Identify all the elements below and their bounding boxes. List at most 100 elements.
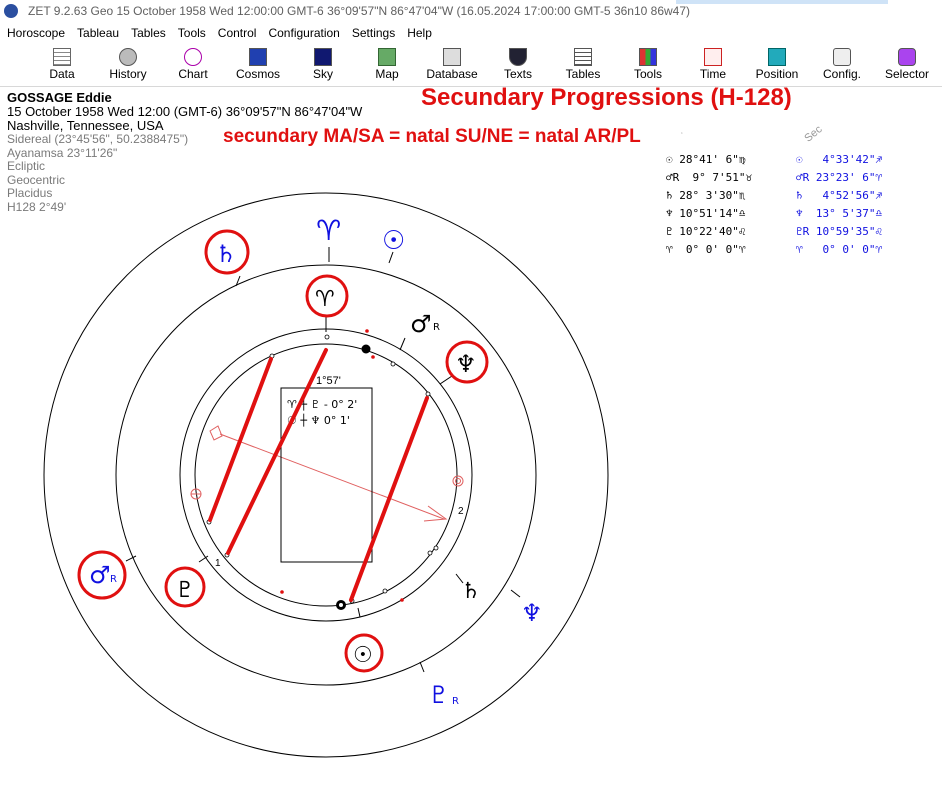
- highlight-circle: [204, 229, 250, 275]
- menu-horoscope[interactable]: Horoscope: [7, 26, 66, 40]
- menu-bar: Horoscope Tableau Tables Tools Control Config…: [0, 23, 942, 43]
- tick: [198, 555, 209, 563]
- tools-button[interactable]: Tools: [616, 46, 680, 84]
- person-name: GOSSAGE Eddie: [7, 90, 112, 105]
- selector-button[interactable]: Selector: [875, 46, 939, 84]
- midpoint-marker: [339, 603, 343, 607]
- outer-ring: [43, 192, 609, 758]
- axis-line: [226, 348, 328, 555]
- config-button[interactable]: Config.: [810, 46, 874, 84]
- house-cusp-label: 1: [215, 558, 221, 569]
- natal-ring: [179, 328, 473, 622]
- cosmos-icon: [249, 48, 267, 66]
- retrograde-label: R: [452, 696, 459, 707]
- chart-info: GOSSAGE Eddie 15 October 1958 Wed 12:00 …: [7, 91, 362, 214]
- menu-control[interactable]: Control: [217, 26, 257, 40]
- arc-value: 1°57': [316, 375, 341, 387]
- annotation-heading: Secundary Progressions (H-128): [421, 84, 792, 111]
- sky-button[interactable]: Sky: [291, 46, 355, 84]
- harmonic-setting: H128 2°49': [7, 199, 67, 214]
- menu-tools[interactable]: Tools: [177, 26, 206, 40]
- database-button[interactable]: Database: [420, 46, 484, 84]
- aspect-line-1: ♈ ┼ ♇ - 0° 2': [287, 397, 357, 411]
- tools-icon: [639, 48, 657, 66]
- menu-help[interactable]: Help: [407, 26, 432, 40]
- data-button[interactable]: Data: [30, 46, 94, 84]
- planet-dot: [390, 361, 396, 367]
- cosmos-button[interactable]: Cosmos: [226, 46, 290, 84]
- birth-datetime: 15 October 1958 Wed 12:00 (GMT-6) 36°09'…: [7, 104, 363, 119]
- sun-icon: ☉: [666, 153, 673, 166]
- asteroid-dot: [280, 590, 284, 594]
- tables-icon: [574, 48, 592, 66]
- tick: [399, 337, 406, 351]
- secondary-mars-icon: ♂: [89, 561, 111, 589]
- aries-point-icon: ♈: [796, 243, 803, 256]
- house-cusp-label: 2: [458, 506, 464, 517]
- secondary-aries-point-icon: ♈: [316, 214, 341, 247]
- pluto-icon: ♇: [666, 225, 673, 238]
- secondary-neptune-icon: ♆: [521, 599, 543, 627]
- node-symbol: [455, 478, 461, 484]
- tick: [455, 573, 464, 584]
- midheaven-arrow: [423, 505, 448, 522]
- map-button[interactable]: Map: [355, 46, 419, 84]
- mars-icon: ♂: [796, 171, 803, 184]
- tick: [125, 555, 137, 562]
- toolbar: Data History Chart Cosmos Sky Map Databa…: [0, 44, 942, 87]
- config-icon: [833, 48, 851, 66]
- history-button[interactable]: History: [96, 46, 160, 84]
- asteroid-dot: [371, 355, 375, 359]
- selector-icon: [898, 48, 916, 66]
- data-icon: [53, 48, 71, 66]
- time-icon: [704, 48, 722, 66]
- natal-aries-point-icon: ♈: [315, 287, 335, 312]
- tables-button[interactable]: Tables: [551, 46, 615, 84]
- sun-icon: ☉: [796, 153, 803, 166]
- natal-saturn-icon: ♄: [461, 579, 481, 604]
- retrograde-label: R: [110, 574, 117, 585]
- retrograde-label: R: [433, 322, 440, 333]
- natal-sun-icon: ☉: [353, 643, 373, 668]
- tick: [388, 251, 394, 264]
- secondary-sun-icon: ☉: [382, 226, 405, 256]
- tick: [439, 375, 453, 385]
- highlight-circle: [445, 340, 489, 384]
- position-row: ♄ 28° 3'30"♏♄ 4°52'56"♐: [666, 189, 883, 202]
- inner-ring: [194, 343, 458, 607]
- natal-mars-icon: ♂: [410, 310, 432, 338]
- ascendant-axis: [219, 433, 445, 520]
- secondary-ring: [115, 264, 537, 686]
- chart-button[interactable]: Chart: [161, 46, 225, 84]
- birth-place: Nashville, Tennessee, USA: [7, 118, 164, 133]
- menu-tables[interactable]: Tables: [131, 26, 166, 40]
- positions-table: ☉ 28°41' 6"♍☉ 4°33'42"♐ ♂R 9° 7'51"♉♂R 2…: [666, 151, 882, 259]
- sky-icon: [314, 48, 332, 66]
- texts-button[interactable]: Texts: [486, 46, 550, 84]
- secondary-saturn-icon: ♄: [215, 240, 237, 268]
- house-system: Placidus: [7, 186, 53, 200]
- planet-dot: [382, 588, 388, 594]
- menu-settings[interactable]: Settings: [351, 26, 396, 40]
- midpoint-marker: [361, 344, 371, 354]
- planet-dot: [324, 334, 330, 340]
- title-bar-decoration: [676, 0, 888, 4]
- ayanamsa: Ayanamsa 23°11'26": [7, 145, 118, 160]
- node-symbol: [452, 475, 464, 487]
- chart-icon: [184, 48, 202, 66]
- planet-dot: [433, 545, 439, 551]
- position-button[interactable]: Position: [745, 46, 809, 84]
- natal-neptune-icon: ♆: [455, 350, 477, 378]
- title-bar: ZET 9.2.63 Geo 15 October 1958 Wed 12:00…: [0, 0, 942, 22]
- menu-configuration[interactable]: Configuration: [268, 26, 340, 40]
- planet-dot: [427, 550, 433, 556]
- menu-tableau[interactable]: Tableau: [77, 26, 120, 40]
- position-row: ♆ 10°51'14"♎♆ 13° 5'37"♎: [666, 207, 883, 220]
- time-button[interactable]: Time: [681, 46, 745, 84]
- position-row: ♂R 9° 7'51"♉♂R 23°23' 6"♈: [666, 171, 883, 184]
- secondary-pluto-icon: ♇: [428, 681, 450, 709]
- tick: [235, 275, 241, 287]
- position-row: ♇ 10°22'40"♌♇R 10°59'35"♌: [666, 225, 883, 238]
- neptune-icon: ♆: [666, 207, 673, 220]
